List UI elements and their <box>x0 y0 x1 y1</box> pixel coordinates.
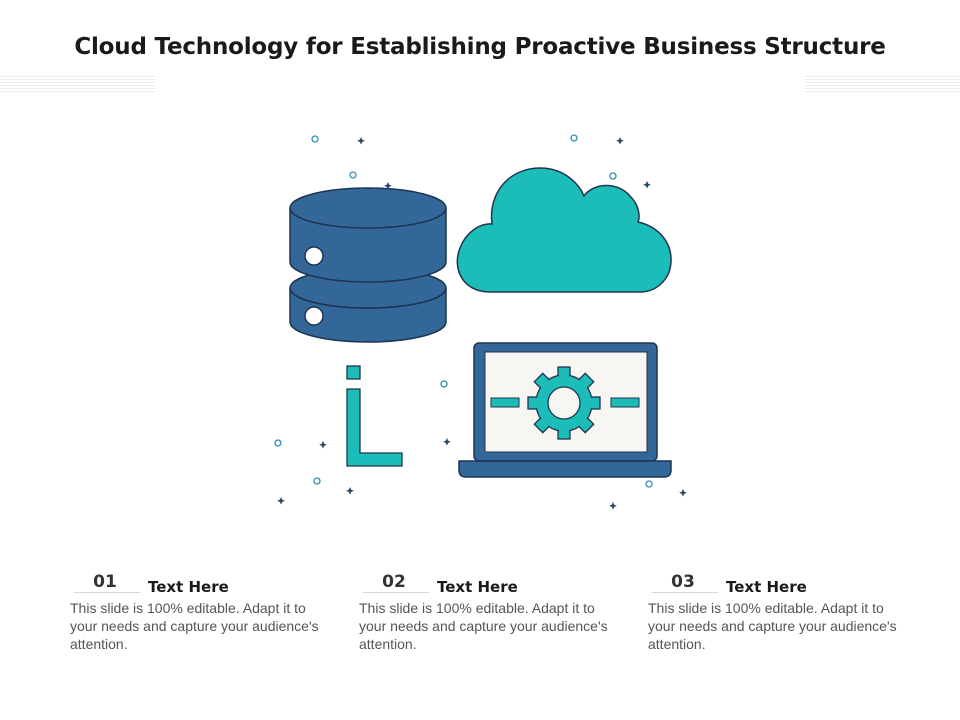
number-underline <box>363 592 429 593</box>
connector-arrow-icon <box>346 365 403 467</box>
item-number: 01 <box>93 572 117 592</box>
item-heading: Text Here <box>726 578 807 596</box>
item-number: 03 <box>671 572 695 592</box>
number-underline <box>652 592 718 593</box>
item-heading: Text Here <box>437 578 518 596</box>
star-decoration <box>277 137 687 510</box>
cloud-icon <box>456 167 672 293</box>
slide-title: Cloud Technology for Establishing Proact… <box>74 34 886 60</box>
sparkles-decoration <box>274 134 653 488</box>
item-number: 02 <box>382 572 406 592</box>
item-body: This slide is 100% editable. Adapt it to… <box>359 600 608 652</box>
decorative-stripe-right <box>805 76 960 92</box>
decorative-stripe-left <box>0 76 155 92</box>
gear-icon <box>527 366 601 440</box>
number-underline <box>74 592 140 593</box>
item-body: This slide is 100% editable. Adapt it to… <box>648 600 897 652</box>
illustration <box>274 134 687 510</box>
item-heading: Text Here <box>148 578 229 596</box>
database-icon <box>289 187 447 343</box>
item-body: This slide is 100% editable. Adapt it to… <box>70 600 319 652</box>
